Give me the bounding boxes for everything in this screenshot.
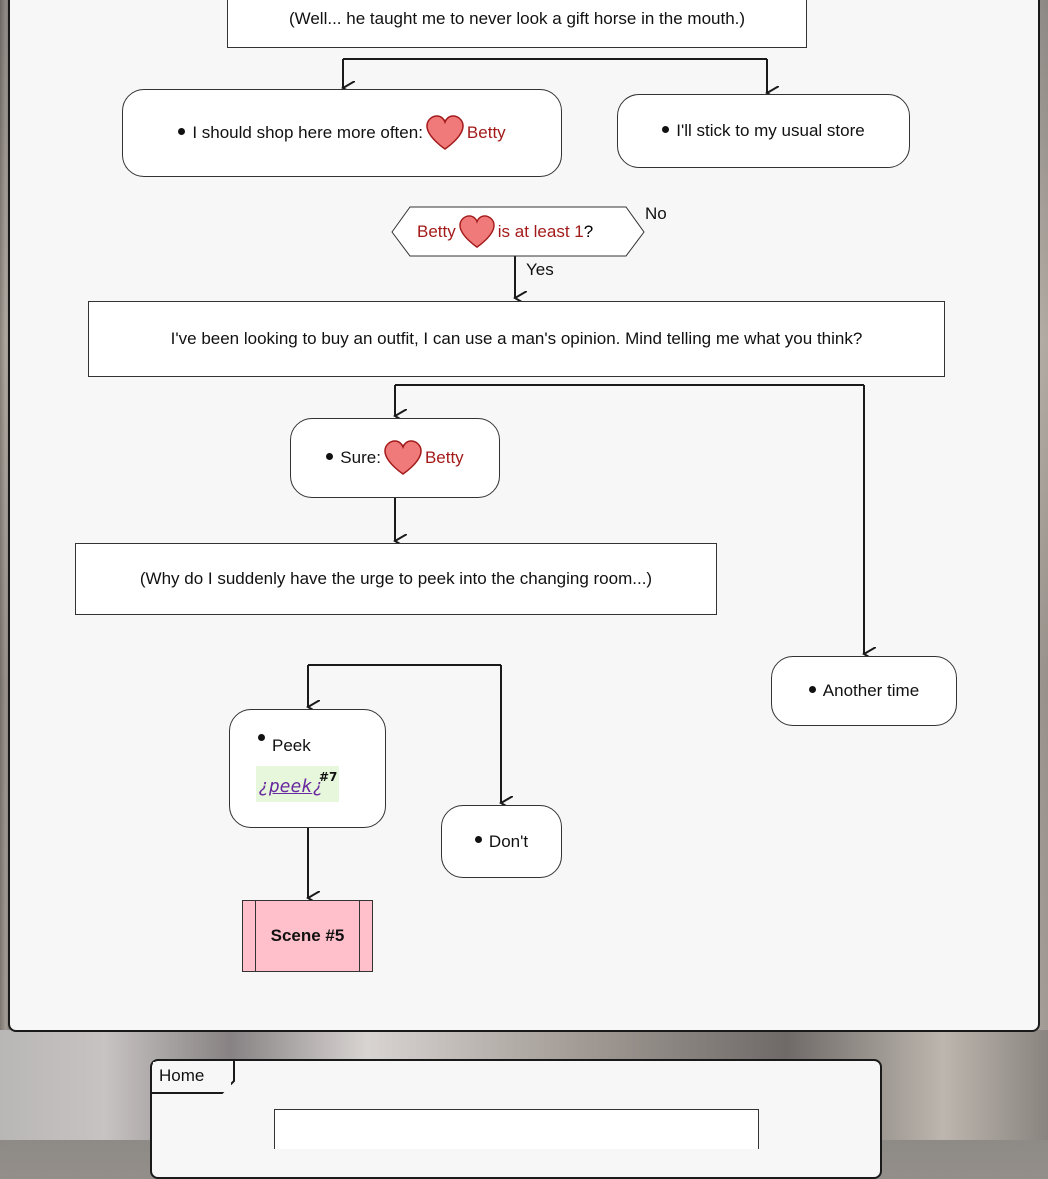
scene-label: Scene #5 (270, 926, 345, 945)
home-node (274, 1109, 759, 1149)
peek-ref: #7 (319, 770, 338, 784)
choice-sure[interactable]: Sure: Betty (290, 418, 500, 498)
condition-label: Betty is at least 1 ? (417, 212, 593, 252)
peek-link-text[interactable]: peek (268, 776, 313, 797)
peek-link-close: ¿ (312, 776, 324, 797)
heart-icon (426, 115, 464, 150)
character-name: Betty (466, 123, 506, 142)
condition-character: Betty (417, 222, 456, 241)
peek-link-box (256, 766, 339, 802)
outfit-dialogue: I've been looking to buy an outfit, I ca… (88, 301, 945, 377)
top-note-text: (Well... he taught me to never look a gi… (288, 9, 746, 28)
condition-question: ? (583, 222, 594, 241)
bullet-icon (326, 452, 334, 460)
top-note: (Well... he taught me to never look a gi… (227, 0, 807, 48)
choice-shop-here[interactable]: I should shop here more often: Betty (122, 89, 562, 177)
bullet-icon (258, 734, 265, 741)
choice-usual-store[interactable]: I'll stick to my usual store (617, 94, 910, 168)
condition-text: is at least 1 (497, 222, 584, 241)
choice-another-text: Another time (822, 681, 920, 700)
changing-room-text: (Why do I suddenly have the urge to peek… (139, 569, 653, 588)
bullet-icon (178, 127, 186, 135)
choice-peek-text: Peek (272, 736, 311, 755)
connectors (0, 58, 1048, 1140)
bullet-icon (474, 836, 482, 843)
choice-shop-text: I should shop here more often: (192, 123, 423, 142)
choice-another-time[interactable]: Another time (771, 656, 957, 726)
decision-hexagon (391, 206, 645, 257)
bullet-icon (808, 685, 816, 693)
choice-dont-text: Don't (488, 831, 529, 851)
outfit-dialogue-text: I've been looking to buy an outfit, I ca… (170, 329, 863, 348)
peek-link[interactable]: ¿peek¿ (258, 776, 323, 797)
home-tab-label: Home (159, 1066, 205, 1085)
choice-sure-text: Sure: (340, 448, 381, 467)
yes-label: Yes (526, 260, 554, 279)
choice-store-text: I'll stick to my usual store (676, 121, 865, 140)
home-tab[interactable]: Home (153, 1062, 231, 1092)
choice-dont[interactable]: Don't (441, 805, 562, 878)
character-name: Betty (424, 448, 464, 467)
bullet-icon (662, 125, 670, 133)
scene-node[interactable]: Scene #5 (242, 900, 373, 972)
heart-icon (459, 215, 495, 248)
changing-room-note: (Why do I suddenly have the urge to peek… (75, 543, 717, 615)
no-label: No (645, 204, 667, 223)
heart-icon (384, 440, 422, 475)
peek-link-open: ¿ (258, 776, 269, 797)
